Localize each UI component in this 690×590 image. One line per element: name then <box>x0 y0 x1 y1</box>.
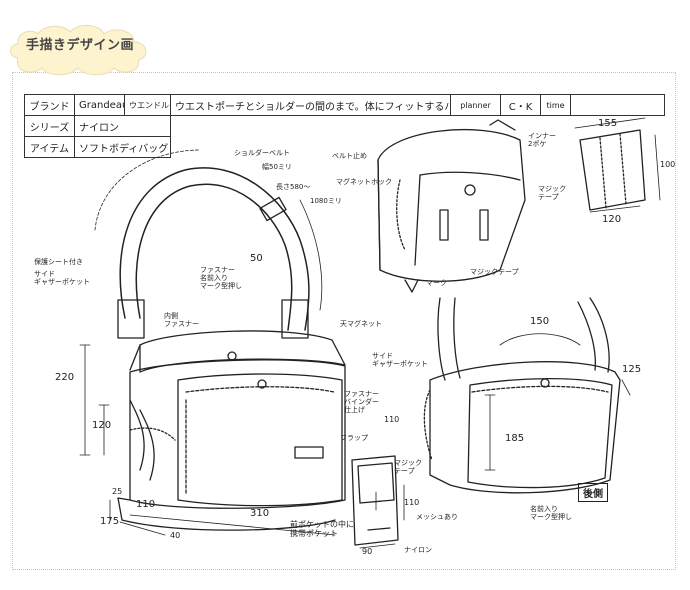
dim-310: 310 <box>250 508 270 519</box>
dim-150: 150 <box>530 316 550 327</box>
spec-row-brand: ブランド Grandeauve ウエンドルー ウエストポーチとショルダーの間のま… <box>24 94 665 116</box>
dim-25: 25 <box>112 487 123 496</box>
note-magic-tape: マジックテープ <box>470 268 519 276</box>
note-mesh: メッシュあり <box>416 513 458 521</box>
inner-pocket-panels <box>574 117 661 213</box>
badge-title: 手描きデザイン画 <box>26 38 135 53</box>
dim-40: 40 <box>170 531 181 540</box>
note-zip-binder: ファスナー バインダー 仕上げ <box>344 390 379 415</box>
dim-110: 110 <box>136 499 156 510</box>
dim-175: 175 <box>100 516 120 527</box>
note-magic-tape-3: マジック テープ <box>394 459 422 476</box>
note-inner-zip: 内側 ファスナー <box>164 312 199 329</box>
time-value <box>570 94 665 116</box>
note-width-50: 幅50ミリ <box>262 163 292 171</box>
drawing-frame <box>12 72 676 570</box>
spec-row-item: アイテム ソフトボディバッグ <box>24 136 665 158</box>
note-magic-tape-2: マジック テープ <box>538 185 566 202</box>
dim-50: 50 <box>250 253 263 264</box>
note-flap: フラップ <box>340 434 368 442</box>
note-inner-pocket: インナー 2ポケ <box>528 132 556 149</box>
note-len-1080: 1080ミリ <box>310 197 342 205</box>
note-nylon: ナイロン <box>404 546 432 554</box>
note-front-pocket: 前ポケットの中に 携帯ポケット <box>290 520 354 539</box>
dim-120b: 120 <box>602 214 622 225</box>
front-pocket-detail <box>351 455 405 549</box>
series-spacer <box>170 115 665 137</box>
dim-90: 90 <box>362 547 373 556</box>
dim-100: 100 <box>660 160 676 169</box>
dim-155: 155 <box>598 118 618 129</box>
main-bag-front-view <box>79 149 346 536</box>
dim-185: 185 <box>505 433 525 444</box>
back-side-stamp: 後側 <box>578 483 608 502</box>
note-side-gusset-2: サイド ギャザーポケット <box>372 352 428 369</box>
bag-three-quarter-view <box>423 297 631 494</box>
note-marker: マーク <box>426 279 447 287</box>
note-zip-name-mark: ファスナー 名前入り マーク型押し <box>200 266 242 291</box>
item-value: ソフトボディバッグ <box>74 136 171 158</box>
bag-back-view <box>377 119 526 293</box>
dim-125: 125 <box>622 364 642 375</box>
note-len-580: 長さ580～ <box>276 183 311 191</box>
note-side-gusset: サイド ギャザーポケット <box>34 270 90 287</box>
spec-table: ブランド Grandeauve ウエンドルー ウエストポーチとショルダーの間のま… <box>24 94 665 158</box>
note-protect-sheet: 保護シート付き <box>34 258 83 266</box>
dim-120: 120 <box>92 420 112 431</box>
dim-110c: 110 <box>384 415 400 424</box>
dim-110b: 110 <box>404 498 420 507</box>
dim-220: 220 <box>55 372 75 383</box>
cloud-badge-shape <box>10 25 147 76</box>
note-magnet-hook: マグネットホック <box>336 178 392 186</box>
note-top-magnet: 天マグネット <box>340 320 382 328</box>
note-name-mark: 名前入り マーク型押し <box>530 505 572 522</box>
note-belt-fix: ベルト止め <box>332 152 367 160</box>
note-shoulder-belt: ショルダーベルト <box>234 149 290 157</box>
spec-row-series: シリーズ ナイロン <box>24 115 665 137</box>
